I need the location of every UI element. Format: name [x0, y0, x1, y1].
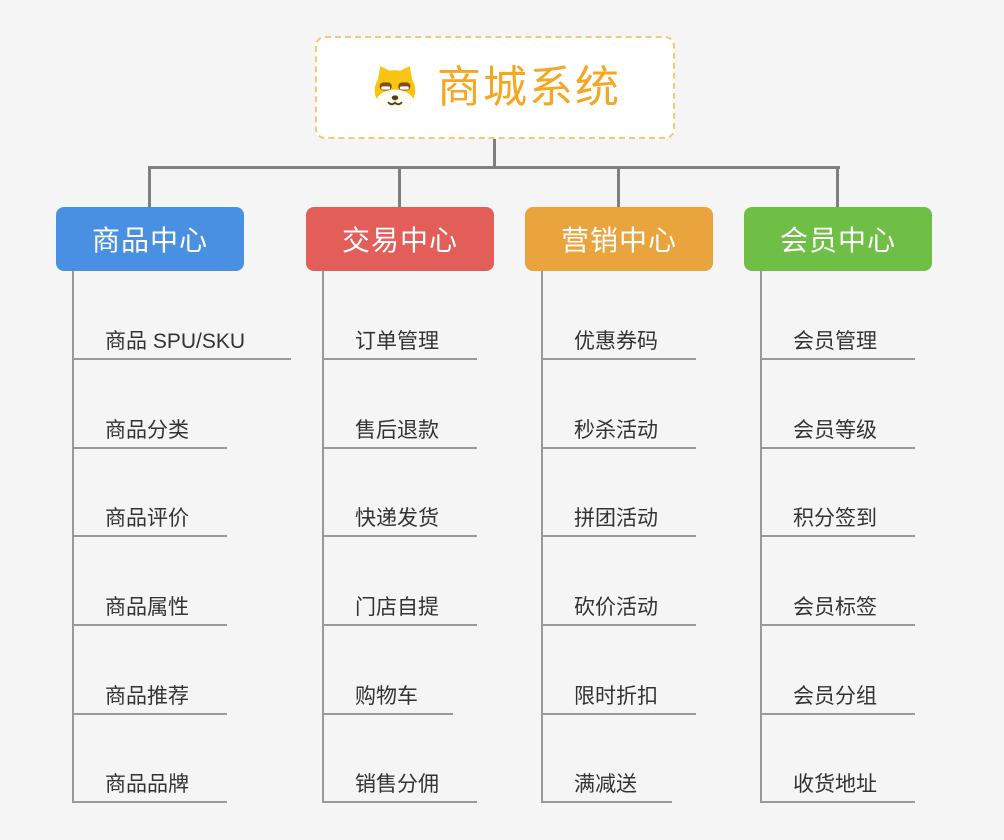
- connector-branch-stub-3: [617, 166, 620, 207]
- leaf-label: 商品品牌: [105, 772, 189, 796]
- leaf-label: 砍价活动: [574, 595, 658, 619]
- leaf-node[interactable]: 优惠券码: [541, 316, 696, 360]
- leaf-node[interactable]: 门店自提: [322, 582, 477, 626]
- leaf-node[interactable]: 会员等级: [760, 405, 915, 449]
- root-node[interactable]: 商城系统: [315, 36, 675, 139]
- leaf-label: 优惠券码: [574, 329, 658, 353]
- leaf-node[interactable]: 会员标签: [760, 582, 915, 626]
- leaf-node[interactable]: 拼团活动: [541, 493, 696, 537]
- branch-spine-2: [322, 271, 324, 803]
- leaf-label: 商品分类: [105, 418, 189, 442]
- leaf-label: 秒杀活动: [574, 418, 658, 442]
- leaf-node[interactable]: 订单管理: [322, 316, 477, 360]
- branch-node-3[interactable]: 营销中心: [525, 207, 713, 271]
- branch-label: 会员中心: [779, 225, 896, 256]
- branch-node-2[interactable]: 交易中心: [306, 207, 494, 271]
- branch-label: 交易中心: [341, 225, 458, 256]
- leaf-label: 商品推荐: [105, 684, 189, 708]
- leaf-label: 会员分组: [793, 684, 877, 708]
- leaf-label: 商品评价: [105, 506, 189, 530]
- leaf-node[interactable]: 售后退款: [322, 405, 477, 449]
- leaf-label: 会员等级: [793, 418, 877, 442]
- leaf-label: 购物车: [355, 684, 418, 708]
- leaf-label: 收货地址: [793, 772, 877, 796]
- leaf-node[interactable]: 限时折扣: [541, 671, 696, 715]
- leaf-node[interactable]: 秒杀活动: [541, 405, 696, 449]
- leaf-node[interactable]: 快递发货: [322, 493, 477, 537]
- leaf-label: 售后退款: [355, 418, 439, 442]
- leaf-label: 拼团活动: [574, 506, 658, 530]
- branch-node-1[interactable]: 商品中心: [56, 207, 244, 271]
- connector-branch-stub-4: [836, 166, 839, 207]
- leaf-label: 商品属性: [105, 595, 189, 619]
- root-title: 商城系统: [437, 62, 621, 112]
- leaf-node[interactable]: 会员分组: [760, 671, 915, 715]
- leaf-node[interactable]: 砍价活动: [541, 582, 696, 626]
- leaf-label: 销售分佣: [355, 772, 439, 796]
- leaf-node[interactable]: 商品品牌: [72, 759, 227, 803]
- branch-spine-1: [72, 271, 74, 803]
- branch-label: 营销中心: [560, 225, 677, 256]
- leaf-node[interactable]: 满减送: [541, 759, 672, 803]
- leaf-node[interactable]: 商品分类: [72, 405, 227, 449]
- leaf-node[interactable]: 积分签到: [760, 493, 915, 537]
- connector-root-vertical: [493, 139, 496, 169]
- leaf-node[interactable]: 商品属性: [72, 582, 227, 626]
- leaf-node[interactable]: 收货地址: [760, 759, 915, 803]
- leaf-label: 满减送: [574, 772, 637, 796]
- leaf-label: 积分签到: [793, 506, 877, 530]
- dog-face-icon: [369, 62, 421, 114]
- leaf-node[interactable]: 商品 SPU/SKU: [72, 316, 291, 360]
- connector-horizontal-bar: [148, 166, 840, 169]
- leaf-node[interactable]: 购物车: [322, 671, 453, 715]
- branch-label: 商品中心: [91, 225, 208, 256]
- leaf-label: 会员标签: [793, 595, 877, 619]
- leaf-label: 商品 SPU/SKU: [105, 329, 246, 353]
- leaf-node[interactable]: 商品推荐: [72, 671, 227, 715]
- connector-branch-stub-2: [398, 166, 401, 207]
- leaf-label: 订单管理: [355, 329, 439, 353]
- branch-node-4[interactable]: 会员中心: [744, 207, 932, 271]
- connector-branch-stub-1: [148, 166, 151, 207]
- leaf-label: 会员管理: [793, 329, 877, 353]
- leaf-node[interactable]: 销售分佣: [322, 759, 477, 803]
- leaf-node[interactable]: 会员管理: [760, 316, 915, 360]
- leaf-label: 快递发货: [355, 506, 439, 530]
- branch-spine-3: [541, 271, 543, 803]
- branch-spine-4: [760, 271, 762, 803]
- leaf-node[interactable]: 商品评价: [72, 493, 227, 537]
- leaf-label: 门店自提: [355, 595, 439, 619]
- leaf-label: 限时折扣: [574, 684, 658, 708]
